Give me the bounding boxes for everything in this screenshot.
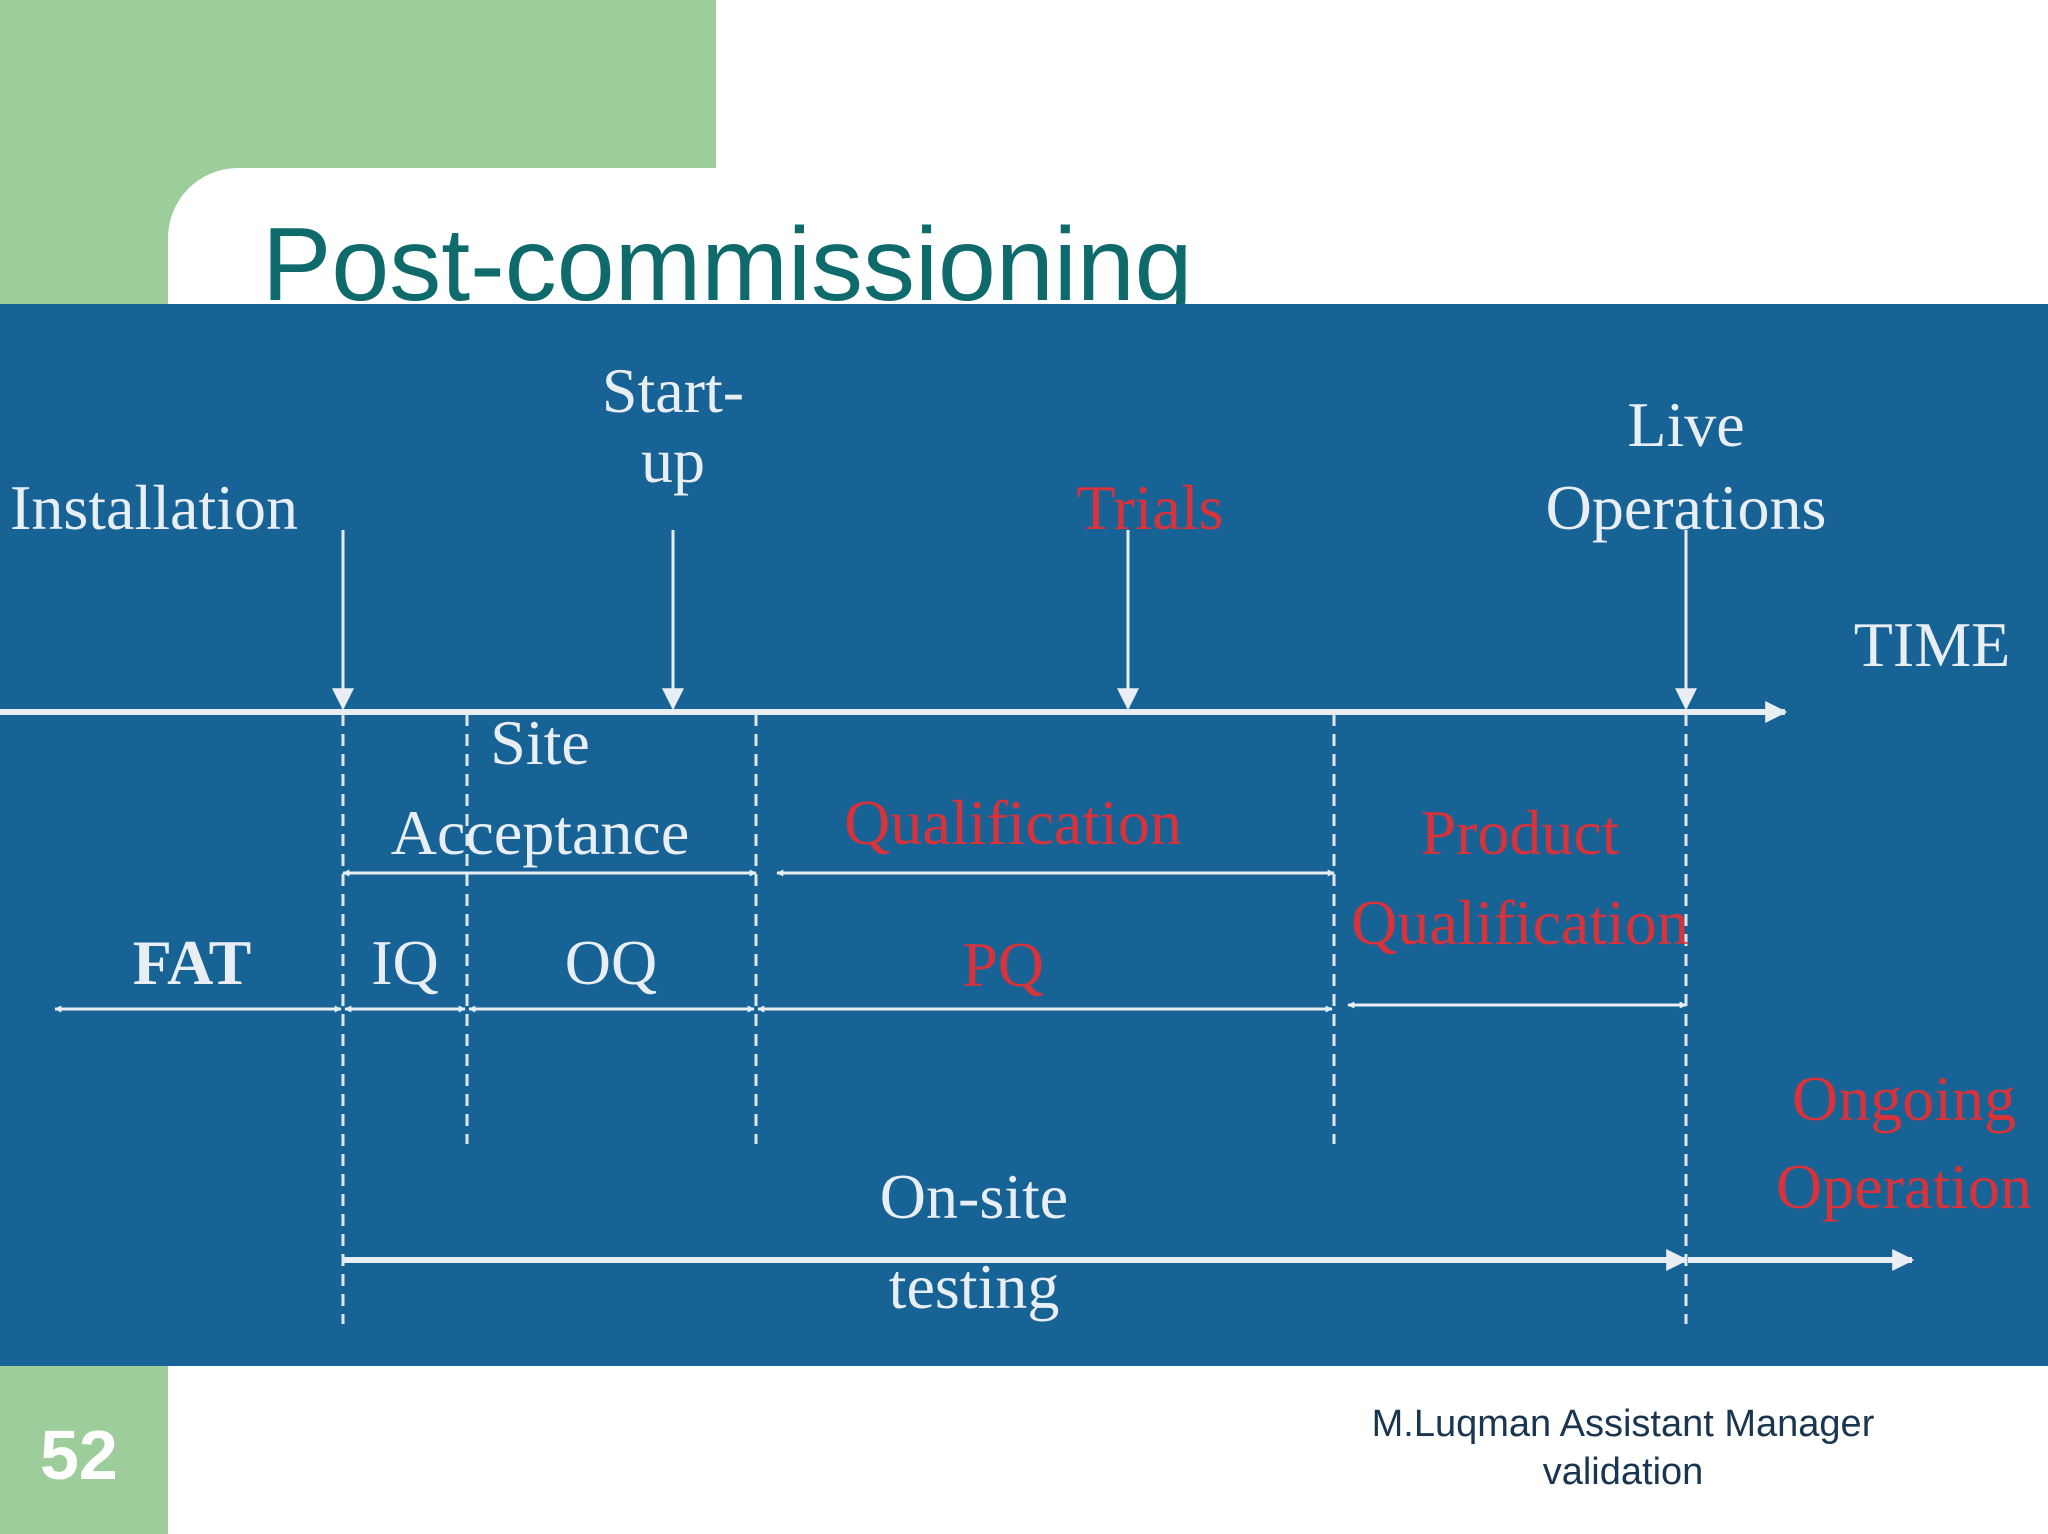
time-axis-label: TIME xyxy=(1854,609,2010,680)
timeline-svg: Installation Start- up Live Operations T… xyxy=(0,355,2032,1324)
fat-label: FAT xyxy=(133,927,252,998)
product-qualification-label-line1: Product xyxy=(1420,797,1619,868)
trials-label: Trials xyxy=(1076,472,1223,543)
site-acceptance-label-line1: Site xyxy=(490,707,590,778)
qualification-label: Qualification xyxy=(844,787,1182,858)
oq-label: OQ xyxy=(565,927,657,998)
ongoing-operation-label-line2: Operation xyxy=(1776,1151,2032,1222)
footer-credit: M.Luqman Assistant Manager validation xyxy=(1330,1400,1916,1496)
slide-title: Post-commissioning xyxy=(262,208,1193,304)
live-operations-label-line2: Operations xyxy=(1546,472,1827,543)
live-operations-label-line1: Live xyxy=(1627,389,1744,460)
site-acceptance-label-line2: Acceptance xyxy=(391,797,689,868)
accent-block-bottom xyxy=(0,1366,168,1534)
footer-line-2: validation xyxy=(1542,1451,1704,1493)
product-qualification-label-line2: Qualification xyxy=(1351,887,1689,958)
onsite-testing-label-line2: testing xyxy=(889,1251,1060,1322)
onsite-testing-label-line1: On-site xyxy=(880,1161,1068,1232)
startup-label-line2: up xyxy=(641,425,705,496)
timeline-diagram: Installation Start- up Live Operations T… xyxy=(0,304,2048,1366)
iq-label: IQ xyxy=(371,927,439,998)
installation-label: Installation xyxy=(10,472,298,543)
slide-number: 52 xyxy=(40,1416,118,1494)
footer-line-1: M.Luqman Assistant Manager xyxy=(1371,1403,1875,1445)
ongoing-operation-label-line1: Ongoing xyxy=(1792,1063,2016,1134)
startup-label-line1: Start- xyxy=(602,355,744,426)
pq-label: PQ xyxy=(962,929,1044,1000)
